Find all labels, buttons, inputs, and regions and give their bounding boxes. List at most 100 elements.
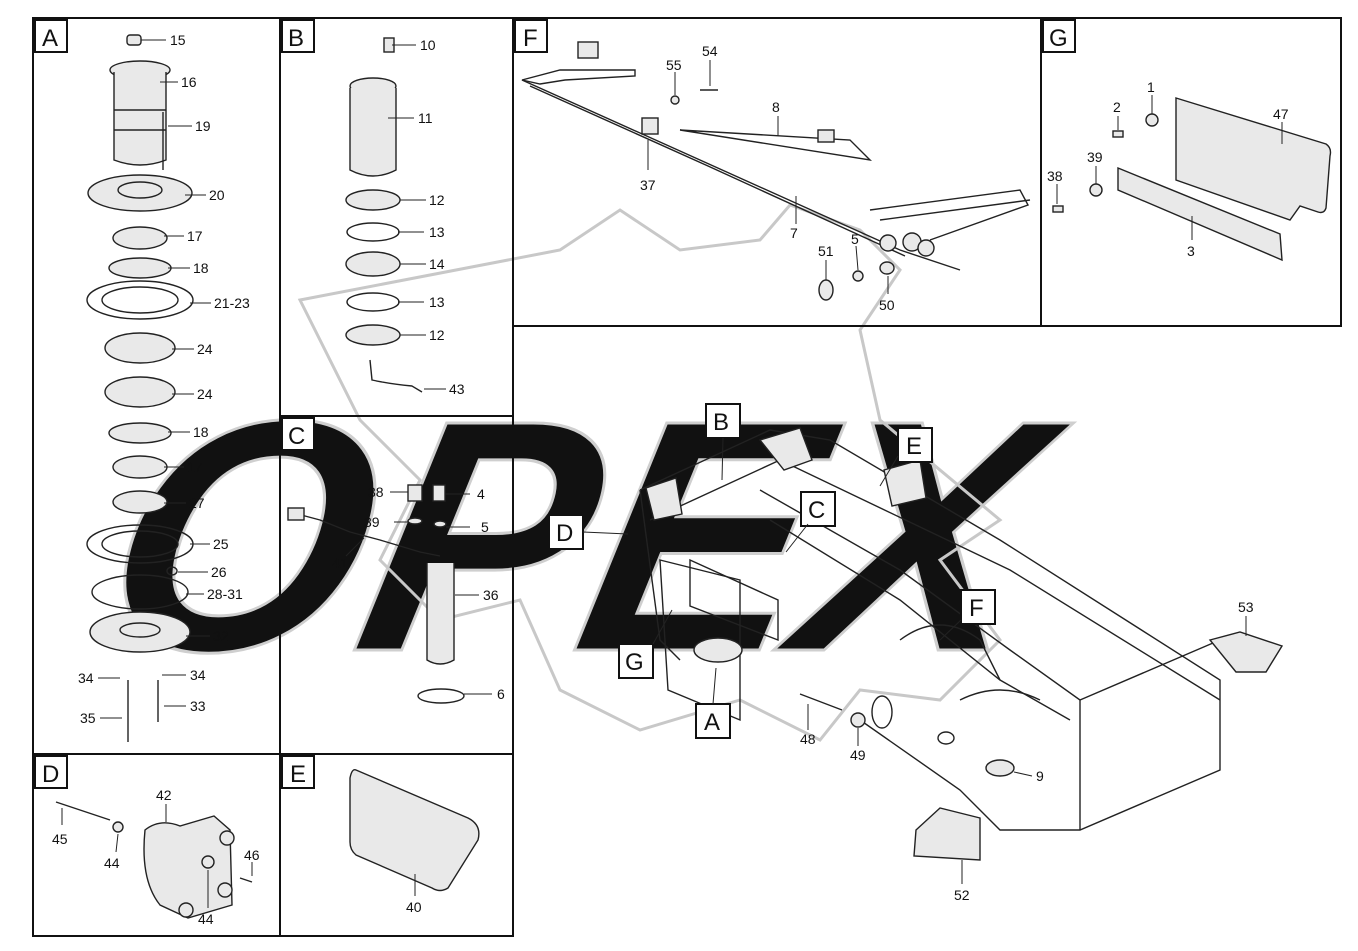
svg-text:48: 48 bbox=[800, 731, 816, 747]
svg-text:46: 46 bbox=[244, 847, 260, 863]
panel-b-parts bbox=[345, 37, 423, 393]
panel-a-callouts: 15 16 19 20 17 18 21-23 24 24 18 17 27 2… bbox=[78, 32, 250, 726]
svg-text:36: 36 bbox=[483, 587, 499, 603]
svg-text:4: 4 bbox=[477, 486, 485, 502]
svg-text:15: 15 bbox=[170, 32, 186, 48]
watermark: OPEX bbox=[75, 203, 1091, 742]
svg-text:E: E bbox=[906, 433, 922, 460]
panel-d-callouts: 42 45 44 46 44 bbox=[52, 787, 260, 927]
panel-g-parts bbox=[1052, 97, 1332, 262]
panel-c-parts bbox=[287, 484, 465, 704]
svg-text:45: 45 bbox=[52, 831, 68, 847]
svg-text:16: 16 bbox=[181, 74, 197, 90]
svg-text:12: 12 bbox=[429, 192, 445, 208]
svg-text:44: 44 bbox=[198, 911, 214, 927]
chassis-ref-c: C bbox=[785, 491, 836, 553]
svg-text:5: 5 bbox=[481, 519, 489, 535]
svg-text:13: 13 bbox=[429, 294, 445, 310]
panel-letter-d: D bbox=[34, 755, 68, 789]
svg-text:19: 19 bbox=[195, 118, 211, 134]
svg-text:54: 54 bbox=[702, 43, 718, 59]
svg-text:28-31: 28-31 bbox=[207, 586, 243, 602]
svg-text:C: C bbox=[808, 497, 825, 524]
svg-text:37: 37 bbox=[640, 177, 656, 193]
panel-letter-b: B bbox=[281, 19, 315, 53]
panel-letter-a: A bbox=[34, 19, 68, 53]
panel-letter-g: G bbox=[1042, 19, 1076, 53]
chassis-ref-e: E bbox=[879, 427, 933, 487]
svg-text:18: 18 bbox=[193, 424, 209, 440]
svg-text:11: 11 bbox=[418, 110, 433, 126]
panel-f-parts bbox=[521, 41, 1031, 301]
svg-text:42: 42 bbox=[156, 787, 172, 803]
svg-text:35: 35 bbox=[80, 710, 96, 726]
svg-text:17: 17 bbox=[187, 459, 203, 475]
svg-text:12: 12 bbox=[429, 327, 445, 343]
svg-text:39: 39 bbox=[1087, 149, 1103, 165]
svg-text:20: 20 bbox=[209, 187, 225, 203]
svg-text:51: 51 bbox=[818, 243, 834, 259]
svg-text:44: 44 bbox=[104, 855, 120, 871]
panel-letter-f: F bbox=[514, 19, 548, 53]
svg-text:B: B bbox=[288, 25, 304, 52]
svg-text:14: 14 bbox=[429, 256, 445, 272]
svg-text:53: 53 bbox=[1238, 599, 1254, 615]
svg-text:D: D bbox=[556, 520, 573, 547]
svg-text:C: C bbox=[288, 423, 305, 450]
svg-text:6: 6 bbox=[497, 686, 505, 702]
chassis-ref-f: F bbox=[939, 589, 996, 641]
svg-text:10: 10 bbox=[420, 37, 436, 53]
svg-text:24: 24 bbox=[197, 386, 213, 402]
panel-e-frame bbox=[279, 753, 514, 937]
svg-text:7: 7 bbox=[790, 225, 798, 241]
chassis-ref-d: D bbox=[548, 514, 629, 550]
panel-letter-e: E bbox=[281, 755, 315, 789]
panel-letter-c: C bbox=[281, 417, 315, 451]
svg-text:F: F bbox=[969, 595, 984, 622]
svg-text:34: 34 bbox=[78, 670, 94, 686]
svg-text:17: 17 bbox=[187, 228, 203, 244]
panel-a-parts bbox=[86, 34, 194, 742]
svg-text:47: 47 bbox=[1273, 106, 1289, 122]
svg-text:13: 13 bbox=[429, 224, 445, 240]
svg-text:E: E bbox=[290, 761, 306, 788]
panel-g-leaders bbox=[1056, 95, 1283, 240]
chassis-callouts: 53 48 49 9 52 bbox=[800, 599, 1254, 903]
panel-c-callouts: 38 4 39 5 41 36 6 bbox=[332, 484, 505, 702]
panel-f-leaders bbox=[647, 60, 889, 294]
svg-text:27: 27 bbox=[189, 495, 205, 511]
svg-text:41: 41 bbox=[332, 555, 348, 571]
svg-text:8: 8 bbox=[772, 99, 780, 115]
svg-text:A: A bbox=[704, 709, 720, 736]
panel-d-parts bbox=[55, 801, 253, 919]
svg-text:49: 49 bbox=[850, 747, 866, 763]
panel-e-parts bbox=[349, 768, 480, 892]
chassis-ref-a: A bbox=[695, 667, 731, 739]
svg-text:G: G bbox=[625, 649, 644, 676]
svg-text:1: 1 bbox=[1147, 79, 1155, 95]
svg-text:25: 25 bbox=[213, 536, 229, 552]
panel-f-callouts: 55 54 8 37 7 5 51 50 bbox=[640, 43, 895, 313]
svg-text:B: B bbox=[713, 409, 729, 436]
svg-text:38: 38 bbox=[368, 484, 384, 500]
svg-text:40: 40 bbox=[406, 899, 422, 915]
chassis-ref-b: B bbox=[705, 403, 741, 481]
svg-text:50: 50 bbox=[879, 297, 895, 313]
panel-f-frame bbox=[512, 17, 1042, 327]
svg-text:43: 43 bbox=[449, 381, 465, 397]
panel-b-leaders bbox=[388, 44, 446, 390]
chassis-ref-g: G bbox=[618, 609, 673, 679]
svg-text:33: 33 bbox=[190, 698, 206, 714]
panel-a-leaders bbox=[98, 39, 211, 719]
panel-g-frame bbox=[1040, 17, 1342, 327]
svg-text:F: F bbox=[523, 25, 538, 52]
svg-text:26: 26 bbox=[211, 564, 227, 580]
svg-text:24: 24 bbox=[197, 341, 213, 357]
panel-e-callouts: 40 bbox=[406, 899, 422, 915]
svg-text:3: 3 bbox=[1187, 243, 1195, 259]
svg-text:5: 5 bbox=[851, 231, 859, 247]
svg-text:2: 2 bbox=[1113, 99, 1121, 115]
chassis-drawing bbox=[639, 427, 1284, 861]
svg-text:18: 18 bbox=[193, 260, 209, 276]
